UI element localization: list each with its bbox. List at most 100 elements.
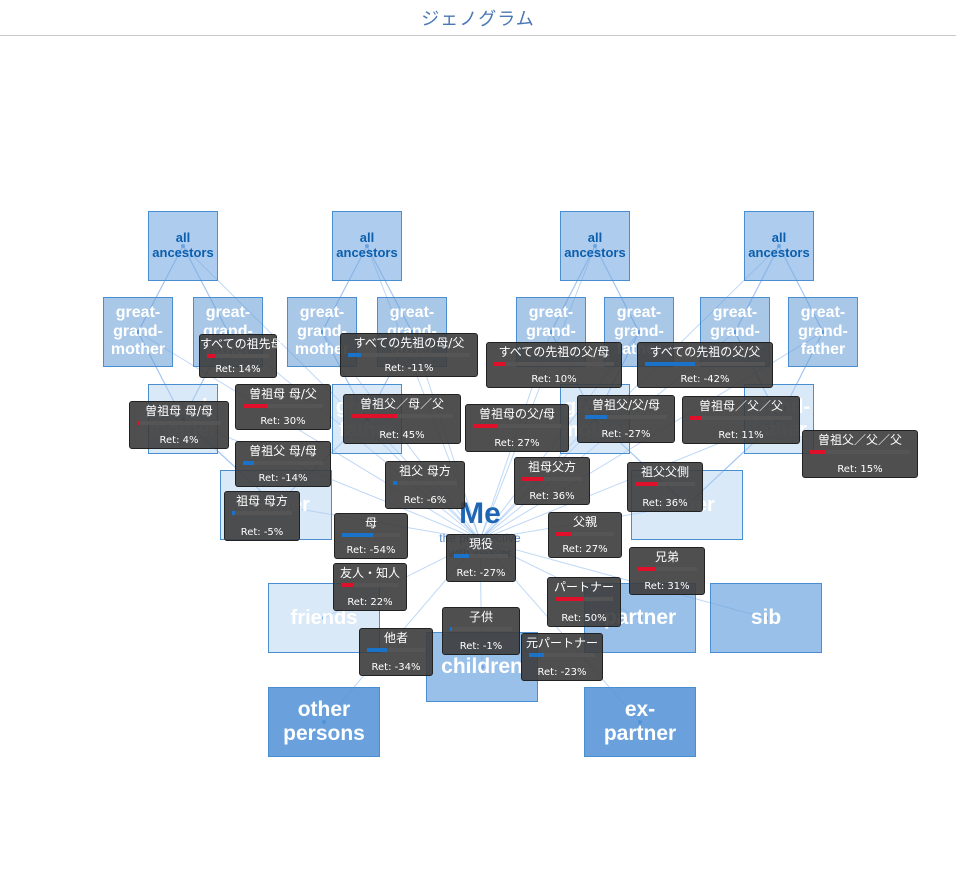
me-label: Me: [459, 497, 501, 530]
node-ex-partner[interactable]: ex-partner: [584, 687, 696, 757]
ret-bar-fill: [367, 648, 387, 652]
tooltip-label: すべての先祖の母/父: [353, 336, 465, 350]
tooltip-ret: Ret: -1%: [459, 641, 503, 652]
node-label-line: great-: [800, 304, 846, 322]
ret-bar-fill: [529, 653, 545, 657]
tooltip-ret: Ret: -27%: [456, 568, 506, 579]
node-label: partner: [604, 606, 676, 630]
tooltip-ret: Ret: 15%: [837, 464, 883, 475]
ret-bar: [522, 477, 582, 481]
ret-bar-fill: [348, 353, 362, 357]
node-label: great-grand-mother: [111, 304, 165, 359]
node-label-line: grand-: [297, 322, 347, 340]
ret-bar: [348, 353, 470, 357]
ret-bar-fill: [635, 482, 657, 486]
ret-tooltip: すべての先祖の母/父 Ret: -11%: [340, 333, 478, 377]
node-label-line: sib: [750, 605, 782, 629]
node-label-line: partner: [603, 605, 677, 629]
node-ggm-1[interactable]: great-grand-mother: [103, 297, 173, 367]
ret-bar-fill: [556, 532, 572, 536]
ret-bar-fill: [137, 421, 141, 425]
tooltip-ret: Ret: -23%: [537, 667, 587, 678]
ret-bar: [529, 653, 595, 657]
ret-bar-fill: [342, 533, 374, 537]
tooltip-ret: Ret: -27%: [601, 429, 651, 440]
ret-bar-fill: [341, 583, 354, 587]
tooltip-label: 他者: [383, 631, 408, 645]
node-label-line: great-: [528, 304, 574, 322]
tooltip-ret: Ret: -14%: [258, 473, 308, 484]
ret-bar: [494, 362, 614, 366]
ret-bar-fill: [207, 354, 216, 358]
node-label: great-grand-father: [798, 304, 848, 359]
ret-bar: [367, 648, 425, 652]
node-label-line: great-: [712, 304, 758, 322]
page-title: ジェノグラム: [421, 8, 535, 30]
tooltip-label: 母: [364, 516, 377, 530]
node-label-line: mother: [294, 341, 350, 359]
ret-bar: [645, 362, 765, 366]
node-dot: [322, 616, 326, 620]
tooltip-ret: Ret: 36%: [529, 491, 575, 502]
node-ggm-2[interactable]: great-grand-mother: [287, 297, 357, 367]
node-label-line: grand-: [113, 322, 163, 340]
node-label-line: all: [587, 230, 603, 246]
ret-bar: [393, 481, 457, 485]
node-label-line: father: [800, 341, 846, 359]
tooltip-label: 曽祖母／父／父: [698, 399, 783, 413]
node-label-line: great-: [115, 304, 161, 322]
tooltip-label: 祖父父側: [640, 465, 689, 479]
tooltip-label: 現役: [468, 537, 493, 551]
ret-bar: [137, 421, 221, 425]
tooltip-ret: Ret: 50%: [561, 613, 607, 624]
node-label-line: great-: [616, 304, 662, 322]
tooltip-ret: Ret: 45%: [379, 430, 425, 441]
tooltip-ret: Ret: -34%: [371, 662, 421, 673]
node-label-line: other: [297, 697, 351, 721]
tooltip-ret: Ret: 14%: [215, 364, 261, 375]
tooltip-ret: Ret: 4%: [159, 435, 199, 446]
tooltip-label: すべての先祖の父/父: [649, 345, 761, 359]
tooltip-ret: Ret: 27%: [562, 544, 608, 555]
tooltip-ret: Ret: 36%: [642, 498, 688, 509]
node-label-line: ex-: [624, 697, 656, 721]
ret-bar-fill: [450, 627, 452, 631]
tooltip-label: 曽祖母 母/父: [249, 387, 317, 401]
ret-bar-fill: [585, 415, 608, 419]
tooltip-label: 曽祖母 母/母: [145, 404, 213, 418]
ret-bar-fill: [232, 511, 235, 515]
tooltip-ret: Ret: 22%: [347, 597, 393, 608]
ret-bar: [555, 597, 613, 601]
node-ggf-4[interactable]: great-grand-father: [788, 297, 858, 367]
tooltip-label: すべての先祖の父/母: [498, 345, 610, 359]
tooltip-ret: Ret: -11%: [384, 363, 434, 374]
node-label-line: ancestors: [748, 245, 810, 260]
node-sib[interactable]: sib: [710, 583, 822, 653]
tooltip-ret: Ret: 10%: [531, 374, 577, 385]
node-label-line: partner: [603, 722, 677, 745]
tooltip-label: すべての祖先母: [200, 337, 283, 351]
ret-bar-fill: [637, 567, 656, 571]
ret-bar: [243, 461, 323, 465]
ret-tooltip: すべての祖先母 Ret: 14%: [199, 334, 283, 378]
node-label-line: great-: [299, 304, 345, 322]
node-label-line: ancestors: [564, 245, 626, 260]
node-label-line: grand-: [798, 322, 848, 340]
tooltip-ret: Ret: 27%: [494, 438, 540, 449]
